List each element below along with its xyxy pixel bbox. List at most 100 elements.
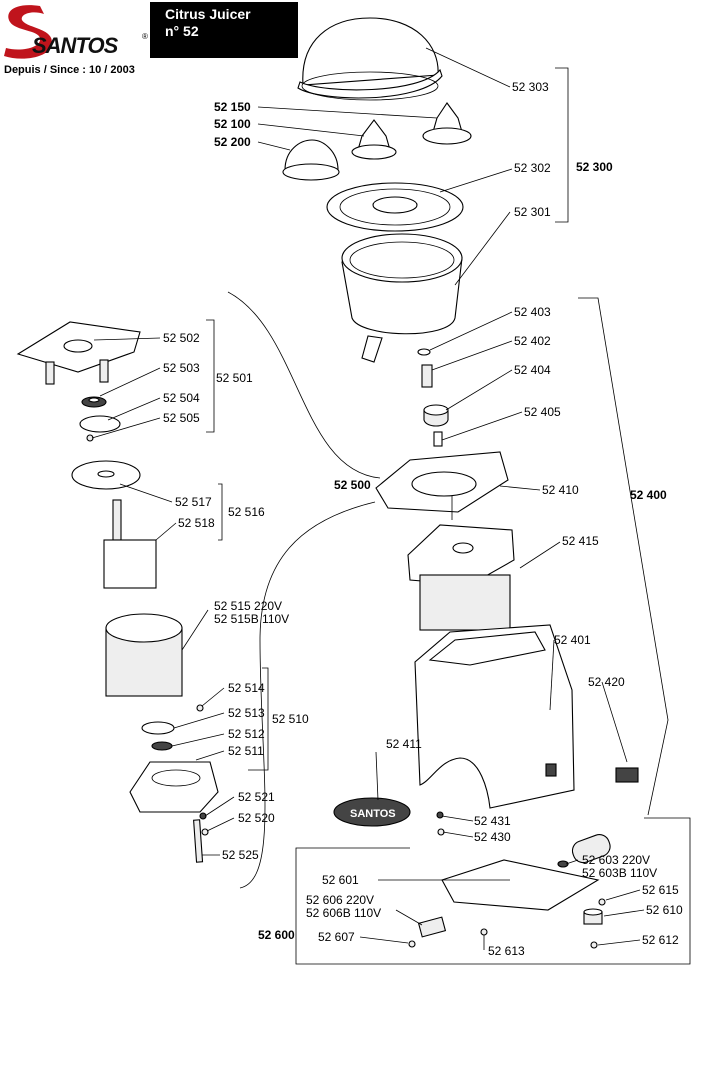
callout-52150: 52 150 xyxy=(214,100,251,114)
callout-52300: 52 300 xyxy=(576,160,613,174)
callout-52402: 52 402 xyxy=(514,334,551,348)
callout-52600: 52 600 xyxy=(258,928,295,942)
part-coupling xyxy=(423,404,449,427)
callout-52518: 52 518 xyxy=(178,516,215,530)
callout-52503: 52 503 xyxy=(163,361,200,375)
callout-52404: 52 404 xyxy=(514,363,551,377)
part-washer-513 xyxy=(141,721,175,735)
part-cable-gland xyxy=(417,916,447,938)
callout-52301: 52 301 xyxy=(514,205,551,219)
part-bearing-upper xyxy=(81,396,107,408)
title-box xyxy=(150,2,298,58)
part-washer-521 xyxy=(199,812,207,820)
product-title-line1: Citrus Juicer xyxy=(165,6,251,22)
part-top-bracket xyxy=(16,321,141,385)
part-washer-603 xyxy=(557,860,569,868)
callout-52606: 52 606 220V xyxy=(306,893,374,907)
part-small-washer xyxy=(436,811,444,819)
part-screw-612 xyxy=(590,941,598,949)
part-power-switch xyxy=(615,767,639,783)
callout-52612: 52 612 xyxy=(642,933,679,947)
product-title: Citrus Juicer n° 52 xyxy=(165,6,251,40)
callout-52613: 52 613 xyxy=(488,944,525,958)
part-washer xyxy=(79,415,121,433)
callout-52610: 52 610 xyxy=(646,903,683,917)
part-fan xyxy=(71,460,141,490)
callout-52505: 52 505 xyxy=(163,411,200,425)
callout-52514: 52 514 xyxy=(228,681,265,695)
callout-52601: 52 601 xyxy=(322,873,359,887)
callout-52513: 52 513 xyxy=(228,706,265,720)
callout-52401: 52 401 xyxy=(554,633,591,647)
callout-52431: 52 431 xyxy=(474,814,511,828)
callout-52415: 52 415 xyxy=(562,534,599,548)
product-title-line2: n° 52 xyxy=(165,23,199,39)
part-motor xyxy=(407,524,515,631)
part-stator xyxy=(105,613,183,697)
part-screw-615 xyxy=(598,898,606,906)
callout-52515b: 52 515B 110V xyxy=(214,612,289,626)
part-screw-613 xyxy=(480,928,488,936)
badge-text: SANTOS xyxy=(350,808,396,820)
callout-52302: 52 302 xyxy=(514,161,551,175)
callout-52100: 52 100 xyxy=(214,117,251,131)
group-bracket-52510 xyxy=(248,667,269,771)
part-base-housing xyxy=(414,624,575,809)
part-motor-base xyxy=(129,761,219,813)
since-date: Depuis / Since : 10 / 2003 xyxy=(4,64,135,76)
part-rod xyxy=(193,819,204,863)
callout-52603: 52 603 220V xyxy=(582,853,650,867)
group-outline-52400 xyxy=(578,297,669,816)
part-dome-cover xyxy=(297,17,443,101)
group-bracket-52516 xyxy=(218,483,223,541)
part-santos-badge: SANTOS xyxy=(333,797,411,827)
callout-52502: 52 502 xyxy=(163,331,200,345)
callout-52430: 52 430 xyxy=(474,830,511,844)
callout-52400: 52 400 xyxy=(630,488,667,502)
callout-52410: 52 410 xyxy=(542,483,579,497)
callout-52521: 52 521 xyxy=(238,790,275,804)
part-screw-607 xyxy=(408,940,416,948)
part-bearing-lower xyxy=(151,741,173,751)
part-base-plate xyxy=(441,859,600,911)
callout-52512: 52 512 xyxy=(228,727,265,741)
part-screw-520 xyxy=(201,828,209,836)
callout-52411: 52 411 xyxy=(386,737,422,751)
callout-52501: 52 501 xyxy=(216,371,253,385)
part-juice-bowl xyxy=(341,233,463,363)
callout-52607: 52 607 xyxy=(318,930,355,944)
callout-52200: 52 200 xyxy=(214,135,251,149)
part-oring xyxy=(417,348,431,356)
callout-52405: 52 405 xyxy=(524,405,561,419)
part-cone-small xyxy=(282,139,340,181)
callout-52420: 52 420 xyxy=(588,675,625,689)
callout-52515: 52 515 220V xyxy=(214,599,282,613)
leader-lines xyxy=(91,47,645,950)
part-drive-shaft xyxy=(421,364,433,388)
callout-52516: 52 516 xyxy=(228,505,265,519)
callout-52606b: 52 606B 110V xyxy=(306,906,381,920)
group-outline-52500 xyxy=(227,291,381,889)
part-rotor xyxy=(103,499,157,589)
part-motor-cover xyxy=(375,451,509,520)
callout-52403: 52 403 xyxy=(514,305,551,319)
group-bracket-52501 xyxy=(206,319,215,433)
logo-s-mark xyxy=(4,5,52,59)
registered-mark: ® xyxy=(142,32,148,41)
part-foot xyxy=(583,908,603,925)
part-screw-514 xyxy=(196,704,204,712)
callout-52500: 52 500 xyxy=(334,478,371,492)
group-bracket-52300 xyxy=(555,67,569,223)
callout-52510: 52 510 xyxy=(272,712,309,726)
callout-52517: 52 517 xyxy=(175,495,212,509)
callout-52520: 52 520 xyxy=(238,811,275,825)
brand-name: SANTOS xyxy=(32,33,118,58)
part-cone-large xyxy=(422,102,472,145)
callout-52603b: 52 603B 110V xyxy=(582,866,657,880)
part-capacitor xyxy=(571,834,611,864)
callout-52615: 52 615 xyxy=(642,883,679,897)
part-strainer-disc xyxy=(326,182,464,232)
part-pin xyxy=(433,431,443,447)
callout-52303: 52 303 xyxy=(512,80,549,94)
